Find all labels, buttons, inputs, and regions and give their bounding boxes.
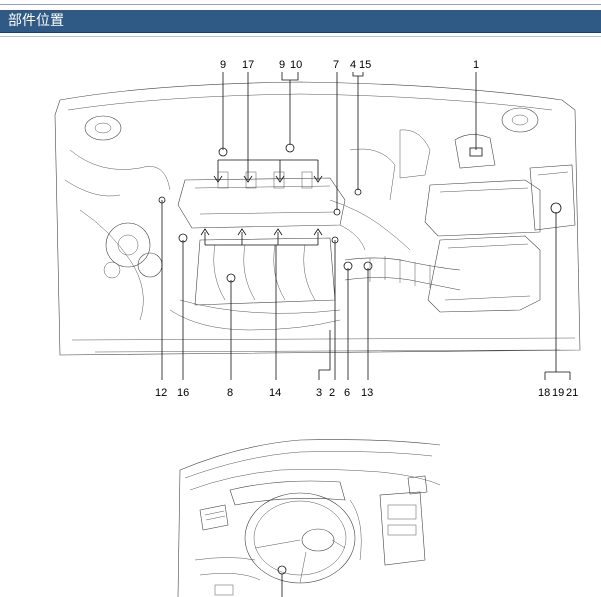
callout-7: 7	[333, 59, 339, 71]
callout-2: 2	[329, 387, 335, 399]
callout-14: 14	[269, 387, 281, 399]
callout-17: 17	[242, 59, 254, 71]
callout-21: 21	[566, 387, 578, 399]
callout-8: 8	[227, 387, 233, 399]
callout-18: 18	[538, 387, 550, 399]
callout-9a: 9	[220, 59, 226, 71]
callout-1: 1	[473, 59, 479, 71]
callout-3: 3	[316, 387, 322, 399]
callout-12: 12	[155, 387, 167, 399]
section-header: 部件位置	[0, 10, 601, 33]
callout-16: 16	[177, 387, 189, 399]
callout-15: 15	[359, 59, 371, 71]
header-divider	[0, 36, 601, 37]
top-rule	[0, 0, 601, 5]
section-title: 部件位置	[8, 13, 64, 29]
callout-13: 13	[361, 387, 373, 399]
callout-6: 6	[344, 387, 350, 399]
dashboard-diagram-icon	[177, 439, 441, 597]
callout-19: 19	[552, 387, 564, 399]
callout-4: 4	[350, 59, 356, 71]
engine-bay-diagram-icon: 9 17 9 10 7 4 15 1 12 16 8 14 3 2 6 13	[54, 59, 581, 399]
callout-10: 10	[290, 59, 302, 71]
callout-9b: 9	[279, 59, 285, 71]
